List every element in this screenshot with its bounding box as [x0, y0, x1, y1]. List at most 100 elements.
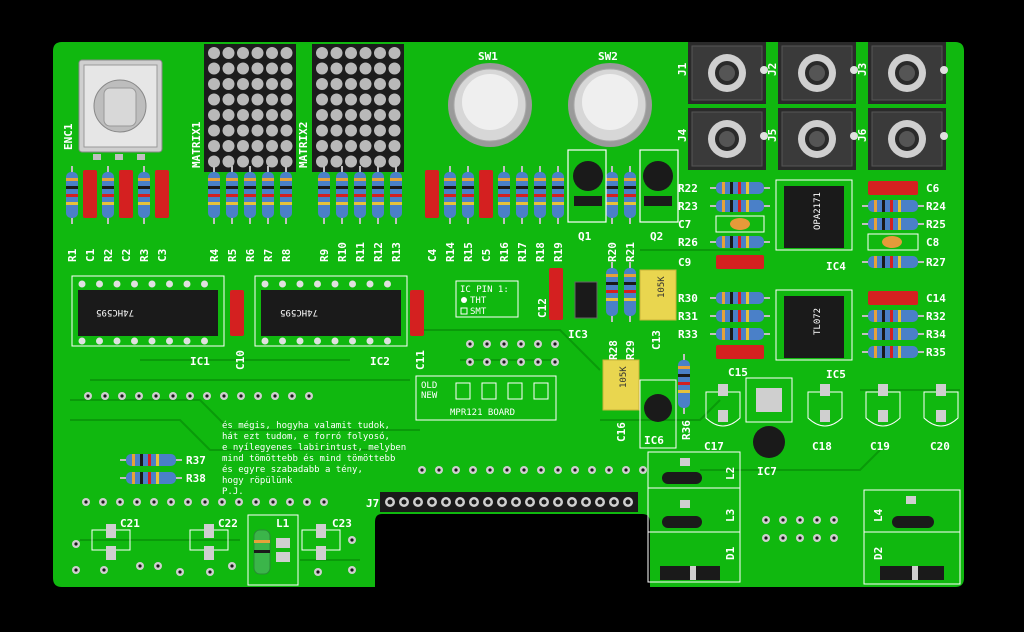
- label-c3: C3: [156, 249, 169, 262]
- sw1-label: SW1: [478, 50, 498, 63]
- label-r33: R33: [678, 328, 698, 341]
- inductor-diode-block-right: [863, 489, 961, 585]
- label-r15: R15: [462, 242, 475, 262]
- svg-text:SMT: SMT: [470, 307, 487, 317]
- label-r4: R4: [208, 248, 221, 262]
- audio-jack-j4[interactable]: J4: [676, 108, 768, 170]
- c10-label: C10: [234, 350, 247, 370]
- q2-label: Q2: [650, 230, 663, 243]
- r38-label: R38: [186, 472, 206, 485]
- audio-jack-j2[interactable]: J2: [766, 42, 858, 104]
- ic-pin-legend: IC PIN 1: THT SMT: [455, 280, 519, 318]
- right-side-components: R22R23C7R26C9C6R24R25C8R27R30R31R33C15C1…: [678, 181, 946, 379]
- audio-jack-j5[interactable]: J5: [766, 108, 858, 170]
- capacitor-c11: [410, 290, 424, 336]
- ic5-label: IC5: [826, 368, 846, 381]
- c19-label: C19: [870, 440, 890, 453]
- poem-line: e nyílegyenes labirintust, melyben: [222, 443, 406, 453]
- ic7-label: IC7: [757, 465, 777, 478]
- label-c8: C8: [926, 236, 939, 249]
- label-c6: C6: [926, 182, 940, 195]
- q1-label: Q1: [578, 230, 592, 243]
- label-c4: C4: [426, 248, 439, 262]
- through-hole-pads: [72, 340, 838, 576]
- inductor-l1: [247, 514, 299, 586]
- label-r25: R25: [926, 218, 946, 231]
- d1-label: D1: [724, 546, 737, 560]
- svg-text:OPA2171: OPA2171: [813, 192, 823, 230]
- encoder-enc1[interactable]: [78, 59, 163, 160]
- l1-label: L1: [276, 517, 290, 530]
- l3-label: L3: [724, 509, 737, 522]
- matrix1-label: MATRIX1: [190, 121, 203, 168]
- poem-line: hát ezt tudom, e forró folyosó,: [222, 431, 390, 442]
- switch-sw1[interactable]: [448, 63, 532, 147]
- sw2-label: SW2: [598, 50, 618, 63]
- audio-jack-j1[interactable]: J1: [676, 42, 768, 104]
- label-r34: R34: [926, 328, 946, 341]
- c23-label: C23: [332, 517, 352, 530]
- ic6-label: IC6: [644, 434, 664, 447]
- label-c1: C1: [84, 248, 97, 262]
- label-r18: R18: [534, 242, 547, 262]
- label-r5: R5: [226, 249, 239, 262]
- capacitor-c10: [230, 290, 244, 336]
- label-r11: R11: [354, 242, 367, 262]
- label-r23: R23: [678, 200, 698, 213]
- ic1-label: IC1: [190, 355, 210, 368]
- transistor-q1: [567, 149, 607, 223]
- j7-label: J7: [366, 497, 379, 510]
- ic4-chip: OPA2171: [775, 179, 853, 251]
- label-r20: R20: [606, 242, 619, 262]
- resistors-r28-r29: [606, 262, 636, 322]
- jack-label: J2: [766, 63, 779, 76]
- label-c7: C7: [678, 218, 691, 231]
- ic2-chip: 74HC595: [254, 275, 408, 347]
- transistor-q2: [639, 149, 679, 223]
- c16-label: C16: [615, 422, 628, 442]
- bottom-right-capacitors: [705, 384, 959, 427]
- c20-label: C20: [930, 440, 950, 453]
- ic2-marking: 74HC595: [280, 307, 318, 317]
- ic4-label: IC4: [826, 260, 846, 273]
- label-c9: C9: [678, 256, 691, 269]
- poem-line: mind tömöttebb és mind tömöttebb: [222, 453, 395, 464]
- c11-label: C11: [414, 350, 427, 370]
- poem-line: P.J.: [222, 487, 244, 497]
- r37-label: R37: [186, 454, 206, 467]
- audio-jack-j3[interactable]: J3: [856, 42, 948, 104]
- svg-text:OLD: OLD: [421, 381, 437, 391]
- label-r1: R1: [66, 248, 79, 262]
- label-r14: R14: [444, 242, 457, 262]
- poem-line: és egyre szabadabb a tény,: [222, 464, 363, 475]
- ic5-chip: TL072: [775, 289, 853, 361]
- led-matrix-2: [312, 44, 404, 172]
- switch-sw2[interactable]: [568, 63, 652, 147]
- mpr121-board-outline: OLD NEW MPR121 BOARD: [415, 375, 557, 421]
- label-r30: R30: [678, 292, 698, 305]
- label-c15: C15: [728, 366, 748, 379]
- label-r22: R22: [678, 182, 698, 195]
- label-r24: R24: [926, 200, 946, 213]
- poem-text: és mégis, hogyha valamit tudok,hát ezt t…: [222, 420, 406, 497]
- label-r7: R7: [262, 249, 275, 262]
- ic6-regulator: [639, 379, 677, 449]
- audio-jack-j6[interactable]: J6: [856, 108, 948, 170]
- label-r9: R9: [318, 249, 331, 262]
- label-r27: R27: [926, 256, 946, 269]
- poem-line: hogy röpülünk: [222, 476, 293, 486]
- label-r8: R8: [280, 249, 293, 262]
- enc1-label: ENC1: [62, 123, 75, 150]
- svg-text:MPR121 BOARD: MPR121 BOARD: [450, 408, 515, 418]
- capacitor-c23: [301, 524, 341, 560]
- capacitor-c16: 105K: [602, 359, 640, 411]
- label-r6: R6: [244, 248, 257, 262]
- svg-text:105K: 105K: [619, 366, 629, 388]
- ic3-label: IC3: [568, 328, 588, 341]
- label-c5: C5: [480, 249, 493, 262]
- jack-label: J6: [856, 128, 869, 142]
- ic1-chip: 74HC595: [71, 275, 225, 347]
- label-r16: R16: [498, 242, 511, 262]
- jack-label: J4: [676, 128, 689, 142]
